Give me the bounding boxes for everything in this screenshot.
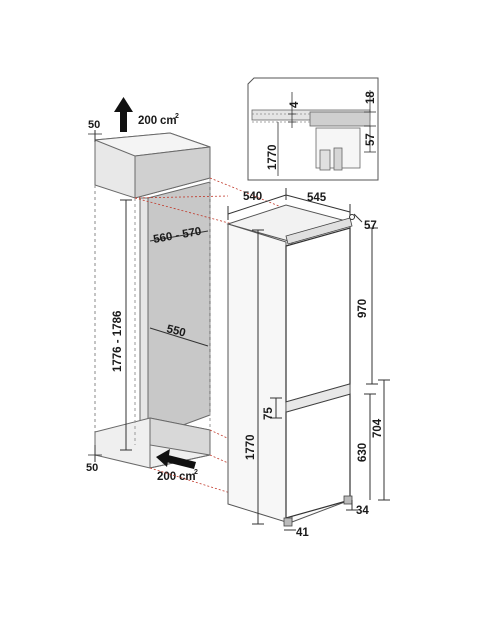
detail-1770-label: 1770	[267, 144, 279, 170]
top-vent-label: 200	[138, 115, 157, 127]
dim-75-label: 75	[263, 407, 275, 420]
niche-back-wall	[147, 181, 211, 439]
upper-970-label: 970	[357, 299, 369, 318]
top-vent-unit: cm	[160, 115, 177, 127]
dim-41-label: 41	[296, 527, 309, 539]
niche-cabinet	[94, 132, 211, 469]
detail-18-label: 18	[365, 91, 377, 104]
top-vent-sup: 2	[175, 113, 179, 120]
niche-depth-label: 550	[165, 323, 187, 339]
bottom-vent-label: 200	[157, 471, 176, 483]
detail-57-label: 57	[365, 133, 377, 146]
dim-704-label: 704	[372, 418, 384, 438]
gap-57-label: 57	[364, 220, 377, 232]
niche-height-label: 1776 - 1786	[112, 311, 124, 372]
vent-up-arrow-icon	[114, 97, 133, 132]
appliance-side	[227, 223, 287, 523]
niche-opening	[139, 197, 149, 443]
total-1770-label: 1770	[245, 434, 257, 460]
lower-630-label: 630	[357, 443, 369, 462]
vent-in-arrow-icon	[156, 449, 196, 469]
depth-545-label: 545	[307, 192, 327, 204]
bottom-50-label: 50	[86, 462, 98, 474]
dim-34-label: 34	[356, 505, 369, 517]
upper-door	[285, 227, 351, 403]
lower-door	[285, 393, 351, 519]
width-540-label: 540	[243, 191, 262, 203]
detail-inset	[247, 77, 379, 181]
appliance-dimensions	[227, 188, 390, 531]
appliance	[226, 204, 355, 527]
top-50-label: 50	[88, 119, 100, 131]
bottom-vent-unit: cm	[179, 471, 196, 483]
bottom-vent-sup: 2	[194, 469, 198, 476]
detail-4-label: 4	[289, 101, 301, 108]
